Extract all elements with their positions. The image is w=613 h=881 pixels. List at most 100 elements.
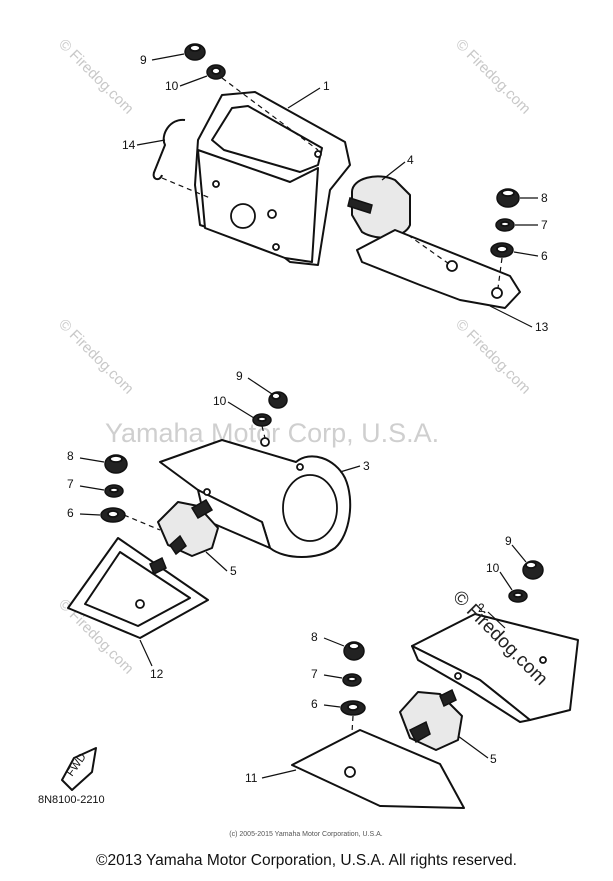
bracket-13-hole — [446, 260, 458, 272]
leader-line — [513, 251, 539, 257]
callout-4: 4 — [407, 153, 414, 167]
damper-5-stud — [169, 534, 187, 556]
leader-line — [79, 457, 105, 463]
callout-10: 10 — [486, 561, 500, 575]
nut-9-top — [525, 561, 537, 569]
bracket-1-hole-small — [267, 209, 277, 219]
washer-7-hole — [347, 676, 357, 682]
bracket-1-face — [197, 149, 319, 263]
leader-line — [79, 485, 105, 491]
callout-10: 10 — [213, 394, 227, 408]
bracket-3-ring — [282, 474, 338, 542]
washer-10-hole — [257, 416, 267, 422]
leader-line — [499, 571, 513, 591]
leader-line — [487, 611, 506, 629]
leader-line — [323, 637, 345, 647]
callout-5: 5 — [230, 564, 237, 578]
bracket-1-hole-small — [212, 180, 220, 188]
callout-8: 8 — [67, 449, 74, 463]
bracket-3-hole — [260, 437, 270, 447]
callout-6: 6 — [67, 506, 74, 520]
bracket-1-hole-small — [272, 243, 280, 251]
callout-7: 7 — [311, 667, 318, 681]
leader-line — [247, 377, 273, 395]
damper-4 — [351, 175, 411, 239]
callout-7: 7 — [67, 477, 74, 491]
bracket-2-hole — [539, 656, 547, 664]
washer-7-hole — [500, 221, 510, 227]
callout-8: 8 — [311, 630, 318, 644]
washer-6-hole — [496, 245, 508, 253]
callout-10: 10 — [165, 79, 179, 93]
callout-5: 5 — [490, 752, 497, 766]
leader-line — [227, 401, 255, 419]
leader-line — [79, 513, 101, 516]
leader-line — [179, 75, 208, 87]
damper-4-stud — [347, 197, 373, 214]
callout-13: 13 — [535, 320, 549, 334]
leader-line — [205, 551, 228, 572]
callout-7: 7 — [541, 218, 548, 232]
leader-line — [136, 139, 166, 146]
nut-8-top — [109, 455, 123, 463]
callout-6: 6 — [541, 249, 548, 263]
tray-12-stud — [149, 556, 167, 576]
nut-8-top — [348, 642, 360, 650]
leader-line — [339, 465, 361, 473]
callout-2: 2 — [478, 601, 485, 615]
tray-12-inner — [84, 551, 191, 627]
washer-6-hole — [347, 703, 359, 711]
leader-line — [323, 704, 341, 708]
leader-line — [323, 674, 343, 679]
bracket-1-hole-small — [314, 150, 322, 158]
nut-8-top — [501, 189, 515, 197]
footer-copyright: ©2013 Yamaha Motor Corporation, U.S.A. A… — [96, 852, 517, 869]
watermark-text: © Firedog.com — [55, 316, 137, 398]
assembly-line — [123, 514, 161, 531]
leader-line — [261, 769, 297, 779]
diagram-code: 8N8100-2210 — [38, 794, 105, 806]
plate-11 — [291, 729, 465, 809]
watermark-text: © Firedog.com — [452, 316, 534, 398]
washer-7-hole — [109, 487, 119, 493]
leader-line — [151, 53, 185, 61]
clip-14 — [152, 118, 186, 181]
callout-9: 9 — [140, 53, 147, 67]
fwd-arrow-icon: FWD — [61, 747, 97, 791]
bracket-13 — [356, 229, 521, 309]
top-assembly: 9 10 1 14 4 8 7 6 13 — [122, 43, 549, 334]
watermark-text: © Firedog.com — [452, 36, 534, 118]
assembly-line — [221, 77, 319, 151]
bottom-assembly: FWD 9 10 2 8 7 6 5 11 8N8100-2210 — [38, 534, 579, 809]
washer-6-hole — [107, 510, 119, 518]
callout-11: 11 — [245, 771, 258, 785]
callout-8: 8 — [541, 191, 548, 205]
leader-line — [511, 544, 527, 563]
nut-9-top — [189, 44, 201, 52]
callout-6: 6 — [311, 697, 318, 711]
leader-line — [457, 735, 489, 759]
bracket-3-hole — [296, 463, 304, 471]
callout-9: 9 — [236, 369, 243, 383]
callout-12: 12 — [150, 667, 164, 681]
bracket-2-fold — [411, 645, 531, 723]
watermark-center: Yamaha Motor Corp, U.S.A. — [105, 418, 439, 448]
bracket-2-hole — [454, 672, 462, 680]
leader-line — [139, 639, 153, 667]
leader-line — [381, 161, 406, 181]
plate-11-hole — [344, 766, 356, 778]
callout-3: 3 — [363, 459, 370, 473]
damper-5-stud — [439, 688, 457, 708]
callout-9: 9 — [505, 534, 512, 548]
assembly-line — [261, 425, 266, 439]
washer-10-hole — [211, 67, 221, 75]
small-copyright: (c) 2005-2015 Yamaha Motor Corporation, … — [229, 831, 382, 838]
leader-line — [489, 305, 533, 328]
bracket-13-hole — [491, 287, 503, 299]
tray-12-hole — [135, 599, 145, 609]
callout-14: 14 — [122, 138, 136, 152]
callout-1: 1 — [323, 79, 330, 93]
bracket-1-hole — [230, 203, 256, 229]
middle-assembly: 9 10 3 8 7 6 5 12 — [67, 369, 370, 681]
